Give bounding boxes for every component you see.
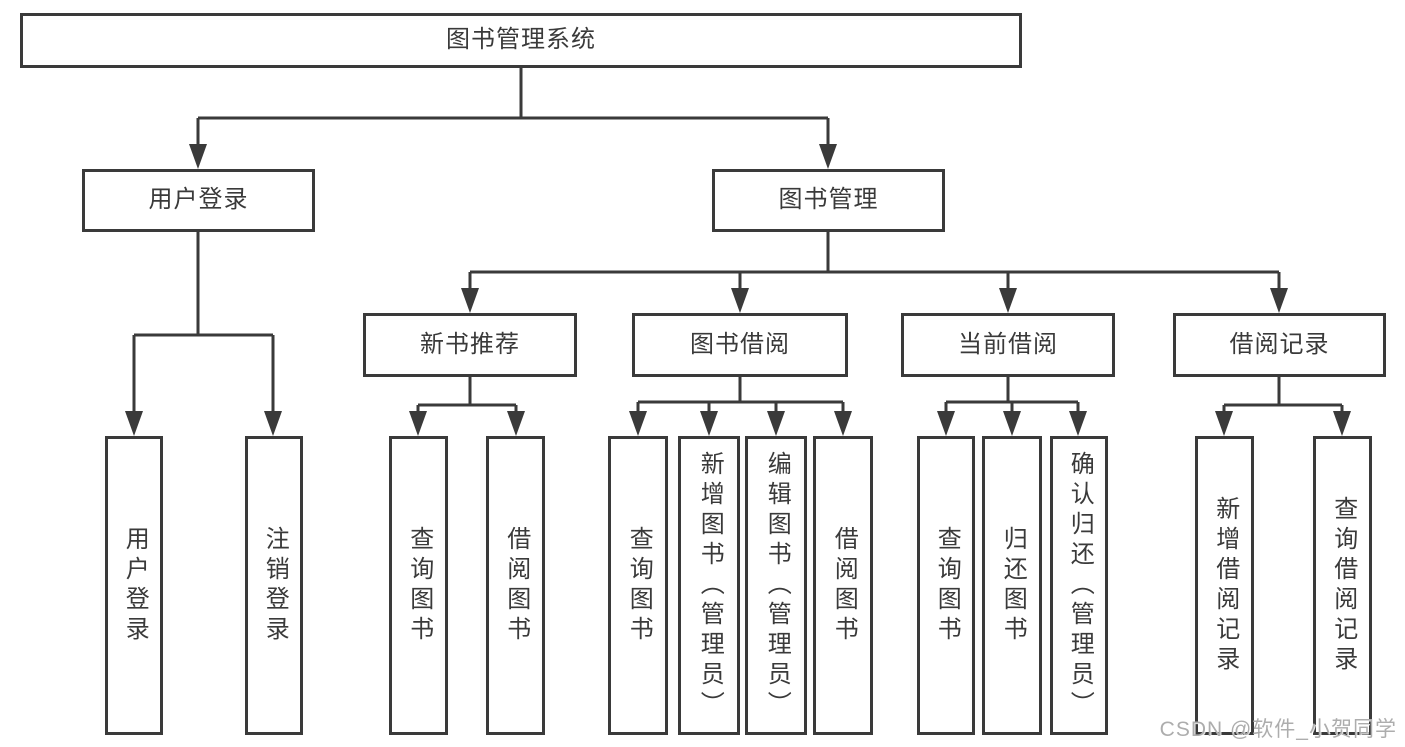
node-label: 新增借阅记录 <box>1211 495 1239 676</box>
node-book-management: 图书管理 <box>712 169 945 232</box>
edges-new-book-recommend-children <box>409 377 525 436</box>
edges-current-borrow-children <box>937 377 1087 436</box>
node-book-borrow: 图书借阅 <box>632 313 848 377</box>
leaf-borrow-books: 借阅图书 <box>813 436 873 735</box>
node-label: 新书推荐 <box>420 330 520 358</box>
leaf-add-borrow-record: 新增借阅记录 <box>1195 436 1254 735</box>
node-label: 查询图书 <box>405 525 433 646</box>
node-borrow-records: 借阅记录 <box>1173 313 1386 377</box>
node-label: 编辑图书（管理员） <box>763 450 791 721</box>
leaf-user-login: 用户登录 <box>105 436 163 735</box>
node-label: 借阅记录 <box>1229 330 1330 358</box>
node-new-book-recommend: 新书推荐 <box>363 313 577 377</box>
edges-user-login-children <box>125 232 282 436</box>
node-book-management-system: 图书管理系统 <box>20 13 1022 68</box>
edges-borrow-records-children <box>1215 377 1351 436</box>
leaf-query-books-borrow: 查询图书 <box>608 436 668 735</box>
node-label: 图书管理 <box>778 186 879 214</box>
edges-book-management-children <box>461 232 1288 313</box>
node-label: 当前借阅 <box>958 330 1058 358</box>
node-label: 注销登录 <box>261 525 289 646</box>
node-user-login: 用户登录 <box>82 169 315 232</box>
leaf-confirm-return-admin: 确认归还（管理员） <box>1050 436 1108 735</box>
node-label: 图书借阅 <box>690 330 790 358</box>
leaf-logout: 注销登录 <box>245 436 303 735</box>
node-label: 用户登录 <box>121 525 149 646</box>
node-label: 用户登录 <box>148 186 249 214</box>
node-label: 确认归还（管理员） <box>1066 450 1094 721</box>
leaf-edit-book-admin: 编辑图书（管理员） <box>745 436 807 735</box>
node-label: 新增图书（管理员） <box>696 450 724 721</box>
node-label: 借阅图书 <box>830 525 858 646</box>
node-label: 查询图书 <box>933 525 961 646</box>
leaf-query-books-recommend: 查询图书 <box>389 436 448 735</box>
node-label: 图书管理系统 <box>446 26 596 54</box>
node-label: 归还图书 <box>999 525 1027 646</box>
leaf-query-books-current: 查询图书 <box>917 436 975 735</box>
edges-root-to-level1 <box>189 68 837 169</box>
leaf-add-book-admin: 新增图书（管理员） <box>678 436 740 735</box>
node-label: 查询借阅记录 <box>1329 495 1357 676</box>
leaf-query-borrow-record: 查询借阅记录 <box>1313 436 1372 735</box>
leaf-return-book: 归还图书 <box>982 436 1042 735</box>
leaf-borrow-books-recommend: 借阅图书 <box>486 436 545 735</box>
node-label: 查询图书 <box>625 525 653 646</box>
node-label: 借阅图书 <box>502 525 530 646</box>
edges-book-borrow-children <box>629 377 852 436</box>
csdn-watermark: CSDN @软件_小贺同学 <box>1159 718 1397 741</box>
node-current-borrow: 当前借阅 <box>901 313 1115 377</box>
